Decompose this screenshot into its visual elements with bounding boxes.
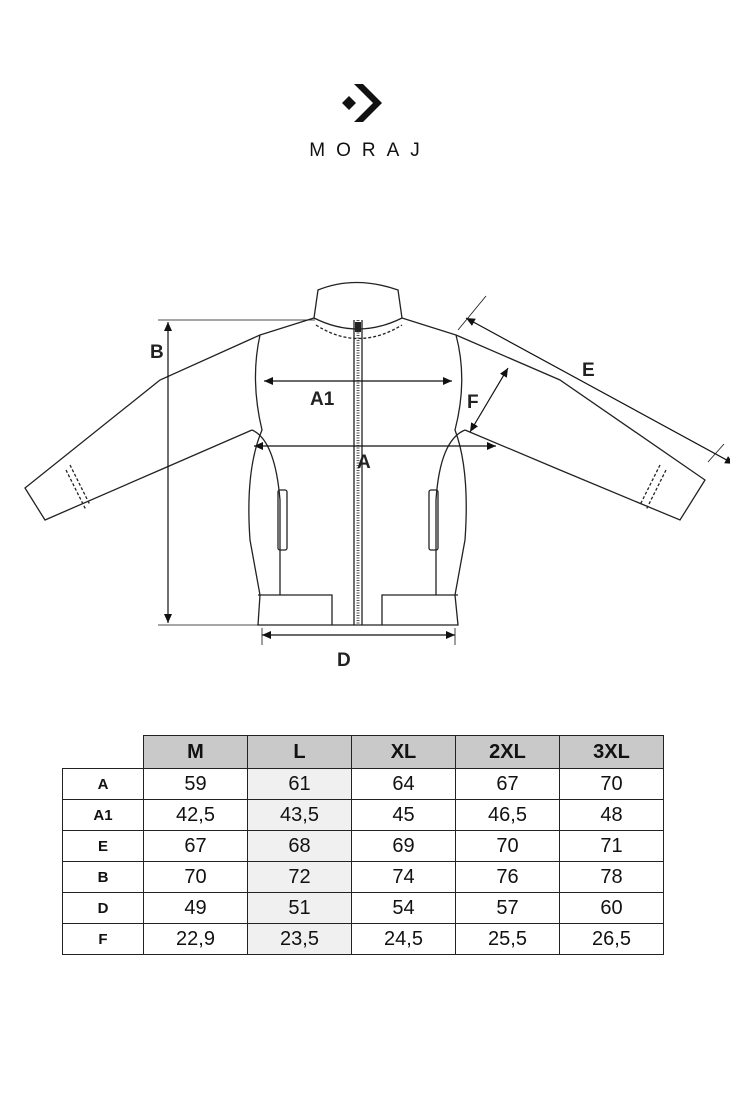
size-table: M L XL 2XL 3XL A 59 61 64 67 70 A1 42,5 …	[62, 735, 664, 955]
table-cell: 69	[351, 830, 456, 862]
table-row: A 59 61 64 67 70	[62, 768, 664, 800]
table-cell: 60	[559, 892, 664, 924]
row-label: F	[62, 923, 144, 955]
size-header-xl: XL	[351, 735, 456, 769]
table-cell: 78	[559, 861, 664, 893]
size-table-header-row: M L XL 2XL 3XL	[62, 735, 664, 769]
label-A: A	[357, 452, 371, 473]
row-label: B	[62, 861, 144, 893]
table-cell: 24,5	[351, 923, 456, 955]
table-cell: 76	[455, 861, 560, 893]
size-header-2xl: 2XL	[455, 735, 560, 769]
measure-E-line	[465, 317, 730, 464]
label-F: F	[467, 392, 479, 413]
label-D: D	[337, 650, 351, 670]
label-A1: A1	[310, 389, 335, 410]
table-cell: 46,5	[455, 799, 560, 831]
row-label: D	[62, 892, 144, 924]
label-E: E	[582, 360, 595, 381]
table-cell: 70	[559, 768, 664, 800]
table-row: D 49 51 54 57 60	[62, 892, 664, 924]
table-row: F 22,9 23,5 24,5 25,5 26,5	[62, 923, 664, 955]
table-cell: 64	[351, 768, 456, 800]
table-row: E 67 68 69 70 71	[62, 830, 664, 862]
label-B: B	[150, 342, 164, 363]
table-cell: 25,5	[455, 923, 560, 955]
table-cell: 45	[351, 799, 456, 831]
table-cell: 43,5	[247, 799, 352, 831]
table-cell: 51	[247, 892, 352, 924]
table-cell: 54	[351, 892, 456, 924]
row-label: A	[62, 768, 144, 800]
table-cell: 49	[143, 892, 248, 924]
brand-logo	[0, 80, 730, 126]
table-cell: 71	[559, 830, 664, 862]
jacket-outline	[24, 281, 706, 626]
table-cell: 68	[247, 830, 352, 862]
measure-F-line	[469, 367, 509, 433]
table-cell: 59	[143, 768, 248, 800]
table-cell: 70	[143, 861, 248, 893]
table-row: A1 42,5 43,5 45 46,5 48	[62, 799, 664, 831]
row-label: A1	[62, 799, 144, 831]
table-cell: 70	[455, 830, 560, 862]
table-cell: 67	[455, 768, 560, 800]
size-header-m: M	[143, 735, 248, 769]
table-row: B 70 72 74 76 78	[62, 861, 664, 893]
size-header-l: L	[247, 735, 352, 769]
size-header-3xl: 3XL	[559, 735, 664, 769]
brand-name: MORAJ	[309, 140, 431, 161]
measurement-lines	[158, 295, 730, 645]
table-cell: 74	[351, 861, 456, 893]
table-cell: 61	[247, 768, 352, 800]
arrow-chevron-logo-icon	[342, 84, 382, 122]
table-corner	[62, 735, 144, 769]
table-cell: 26,5	[559, 923, 664, 955]
table-cell: 67	[143, 830, 248, 862]
jacket-measurement-diagram: B A1 A D E F	[24, 281, 730, 670]
table-cell: 72	[247, 861, 352, 893]
table-cell: 48	[559, 799, 664, 831]
row-label: E	[62, 830, 144, 862]
table-cell: 23,5	[247, 923, 352, 955]
table-cell: 22,9	[143, 923, 248, 955]
table-cell: 42,5	[143, 799, 248, 831]
table-cell: 57	[455, 892, 560, 924]
zipper	[353, 320, 363, 625]
